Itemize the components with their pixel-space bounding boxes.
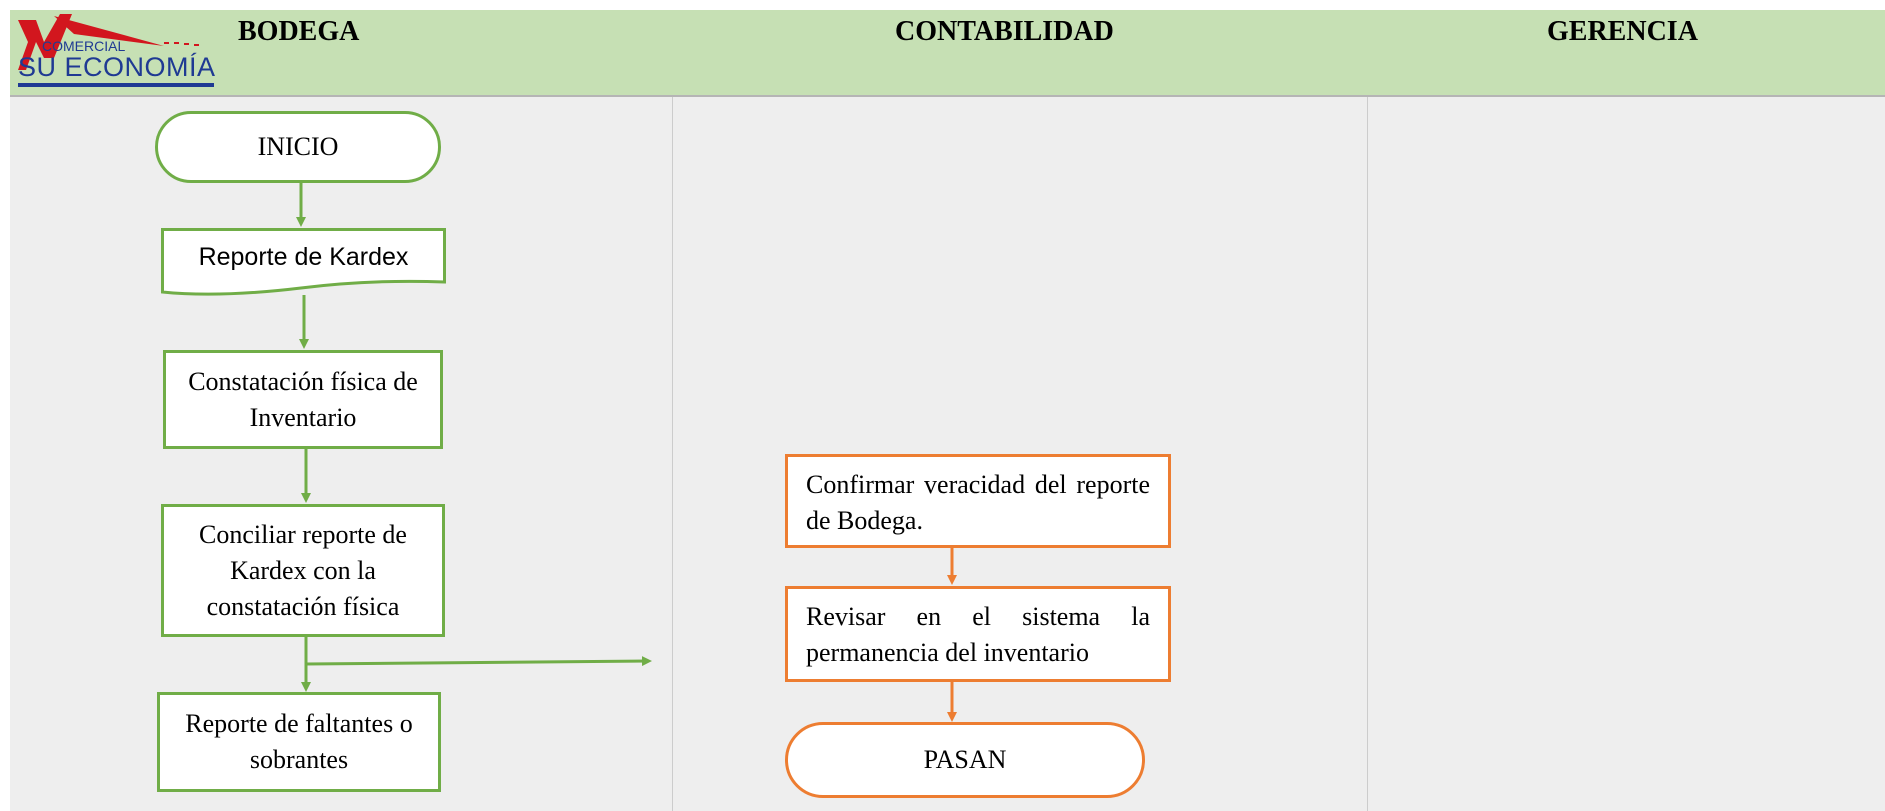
node-constatacion: Constatación física de Inventario [163,350,443,449]
lane-divider-1 [672,97,673,811]
node-kardex-label: Reporte de Kardex [198,243,409,271]
lane-title-gerencia: GERENCIA [1547,16,1698,47]
logo-underline [18,83,214,87]
node-pasan: PASAN [785,722,1145,798]
logo-line1: COMERCIAL [42,38,126,54]
node-confirmar: Confirmar veracidad del reporte de Bodeg… [785,454,1171,548]
node-conciliar: Conciliar reporte de Kardex con la const… [161,504,445,637]
arrow-to-contabilidad [305,656,652,667]
company-logo: COMERCIAL SU ECONOMÍA [14,12,219,94]
logo-line2: SU ECONOMÍA [18,52,216,82]
node-revisar: Revisar en el sistema la permanencia del… [785,586,1171,682]
lane-header-bar [10,10,1885,95]
node-inicio: INICIO [155,111,441,183]
lane-title-bodega: BODEGA [238,16,360,47]
node-faltantes: Reporte de faltantes o sobrantes [157,692,441,792]
node-kardex: Reporte de Kardex [161,228,446,296]
header-divider [10,95,1885,97]
logo-graphic [18,14,199,70]
document-shape [161,228,446,296]
lane-divider-2 [1367,97,1368,811]
lane-title-contabilidad: CONTABILIDAD [895,16,1114,47]
